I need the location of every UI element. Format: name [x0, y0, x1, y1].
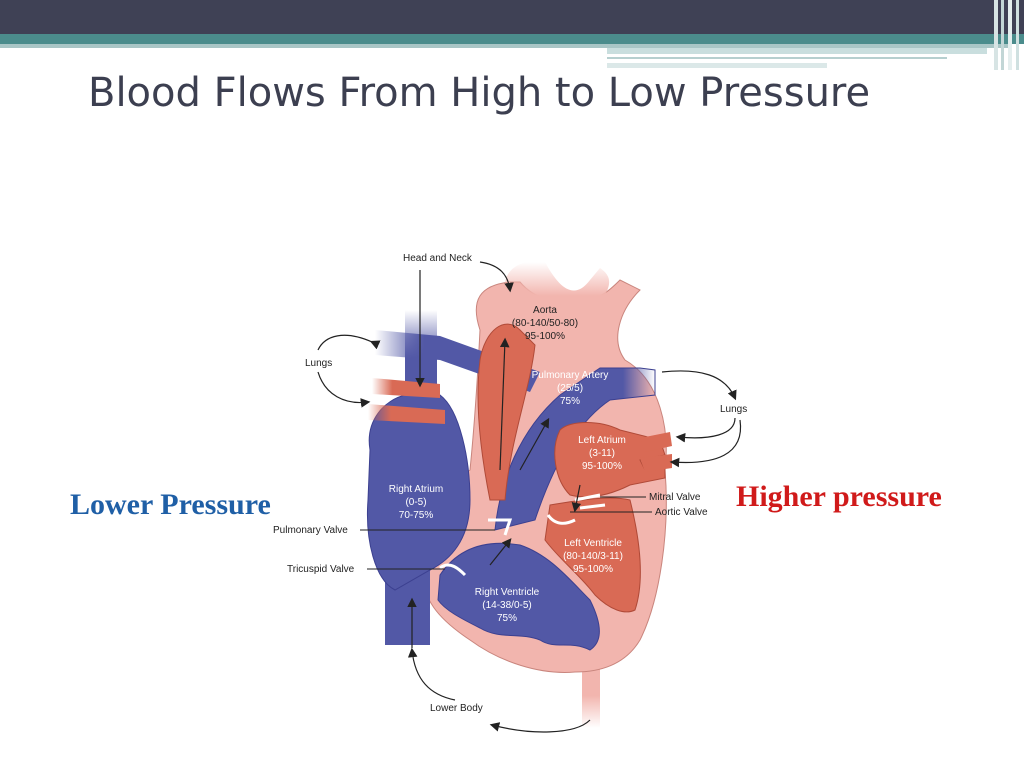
label-aorta-saturation: 95-100% — [525, 331, 565, 342]
flow-arrow-aorta — [499, 337, 510, 471]
label-left-ventricle-saturation: 95-100% — [573, 564, 613, 575]
header-right-stripe-1 — [994, 0, 998, 70]
arrow-head-neck — [479, 261, 514, 293]
aortic-arch — [505, 262, 610, 347]
label-aorta-name: Aorta — [533, 305, 557, 316]
label-pulmonary-artery-name: Pulmonary Artery — [532, 370, 609, 381]
header-light-band — [0, 44, 1010, 48]
mitral-valve-shape — [574, 493, 606, 510]
label-pulmonary-artery-saturation: 75% — [560, 396, 580, 407]
label-left-ventricle-pressure: (80-140/3-11) — [563, 551, 623, 562]
label-right-atrium-name: Right Atrium — [389, 484, 443, 495]
pulmonary-vein-right-2 — [640, 454, 672, 472]
label-right-ventricle-pressure: (14-38/0-5) — [482, 600, 531, 611]
label-lower-body: Lower Body — [430, 703, 483, 714]
label-left-atrium-saturation: 95-100% — [582, 461, 622, 472]
higher-pressure-label: Higher pressure — [736, 480, 942, 513]
header-right-stripe-2 — [1001, 0, 1004, 70]
lower-pressure-label: Lower Pressure — [70, 488, 271, 521]
label-lungs-left: Lungs — [305, 358, 332, 369]
label-left-atrium-name: Left Atrium — [578, 435, 626, 446]
label-right-ventricle-name: Right Ventricle — [475, 587, 540, 598]
label-left-atrium-pressure: (3-11) — [589, 448, 615, 459]
ascending-aorta — [477, 323, 536, 501]
arrow-lower-body-in — [407, 647, 456, 701]
pulmonary-vein-right-1 — [640, 432, 672, 452]
pulmonary-valve-shape — [488, 518, 513, 536]
label-tricuspid-valve: Tricuspid Valve — [287, 564, 355, 575]
right-ventricle-chamber — [437, 542, 600, 651]
header-right-stripe-3 — [1008, 0, 1012, 70]
header-teal-band — [0, 34, 1024, 44]
arrow-lungs-left-out — [317, 334, 381, 351]
label-pulmonary-artery-pressure: (25/5) — [557, 383, 583, 394]
label-aortic-valve: Aortic Valve — [655, 507, 708, 518]
label-right-ventricle-saturation: 75% — [497, 613, 517, 624]
label-right-atrium-pressure: (0-5) — [405, 497, 426, 508]
slide-title: Blood Flows From High to Low Pressure — [88, 70, 871, 116]
label-mitral-valve: Mitral Valve — [649, 492, 701, 503]
header-accent-line-1 — [607, 48, 987, 54]
flow-arrow-rv — [489, 538, 512, 566]
arrow-lungs-right-in-2 — [669, 419, 742, 468]
arrow-lungs-right-in — [675, 417, 736, 443]
label-left-ventricle-name: Left Ventricle — [564, 538, 622, 549]
arrow-lungs-right-out — [661, 370, 737, 401]
label-aorta-pressure: (80-140/50-80) — [512, 318, 578, 329]
flow-arrow-la — [571, 484, 582, 513]
header-dark-band — [0, 0, 1024, 34]
right-atrium-chamber — [367, 394, 471, 591]
label-pulmonary-valve: Pulmonary Valve — [273, 525, 348, 536]
aortic-valve-shape — [546, 514, 576, 525]
header-accent-line-2 — [607, 57, 947, 59]
header-right-stripe-4 — [1016, 0, 1019, 70]
arrow-lungs-left-in — [317, 371, 371, 408]
left-atrium-chamber — [554, 422, 666, 498]
tricuspid-valve-shape — [439, 563, 467, 577]
left-ventricle-chamber — [544, 497, 641, 613]
flow-arrow-pulmonary-artery — [519, 417, 550, 471]
label-lungs-right: Lungs — [720, 404, 747, 415]
label-right-atrium-saturation: 70-75% — [399, 510, 434, 521]
pulmonary-vein-left-2 — [368, 404, 445, 424]
header-accent-line-3 — [607, 63, 827, 68]
label-head-neck: Head and Neck — [403, 253, 473, 264]
arrow-lower-body-out — [489, 719, 591, 733]
